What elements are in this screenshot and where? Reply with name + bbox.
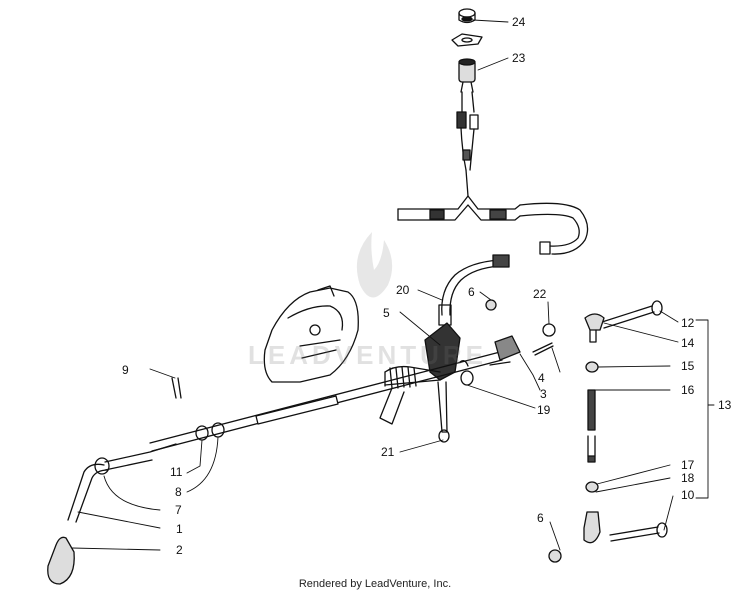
callout-19: 19 xyxy=(537,403,551,417)
part-14-rod-end xyxy=(584,313,605,343)
callout-18: 18 xyxy=(681,471,695,485)
callout-10: 10 xyxy=(681,488,695,502)
part-17-nut xyxy=(585,481,599,493)
callout-22: 22 xyxy=(533,287,547,301)
callout-1: 1 xyxy=(176,522,183,536)
callout-5: 5 xyxy=(383,306,390,320)
callout-2: 2 xyxy=(176,543,183,557)
callout-15: 15 xyxy=(681,359,695,373)
callout-4: 4 xyxy=(538,371,545,385)
callout-23: 23 xyxy=(512,51,526,65)
main-shaft xyxy=(149,351,503,452)
part-3-collar xyxy=(489,335,521,366)
part-16-rod xyxy=(587,389,596,463)
part-5-bracket xyxy=(379,322,461,443)
credit-text: Rendered by LeadVenture, Inc. xyxy=(298,578,452,590)
callout-20: 20 xyxy=(396,283,410,297)
part-23-switch xyxy=(458,58,476,93)
part-22-washer xyxy=(542,323,556,337)
part-6-nut-lower xyxy=(548,549,562,563)
callout-9: 9 xyxy=(122,363,129,377)
part-11-8-washers xyxy=(195,422,225,441)
part-12-bolt xyxy=(601,300,663,329)
callout-13: 13 xyxy=(718,398,732,412)
part-2-knob xyxy=(47,536,75,585)
part-1-lever xyxy=(67,443,177,523)
callout-3: 3 xyxy=(540,387,547,401)
callout-24: 24 xyxy=(512,15,526,29)
callout-11: 11 xyxy=(170,465,183,479)
callout-8: 8 xyxy=(175,485,182,499)
part-9-clip xyxy=(171,377,182,399)
leader-lines xyxy=(71,19,715,551)
wire-harness xyxy=(397,195,589,255)
washer-plate xyxy=(451,33,483,47)
switch-wires xyxy=(456,91,479,197)
part-15-nut xyxy=(585,361,599,373)
callout-12: 12 xyxy=(681,316,695,330)
callout-6-upper: 6 xyxy=(468,285,475,299)
watermark-text: LEADVENTURE xyxy=(248,340,488,370)
part-18-rod-end xyxy=(583,511,601,544)
callout-21: 21 xyxy=(381,445,395,459)
part-20-cable xyxy=(438,254,510,326)
part-4-pin xyxy=(532,342,554,356)
callout-7: 7 xyxy=(175,503,182,517)
callout-6-lower: 6 xyxy=(537,511,544,525)
part-24-cap xyxy=(458,8,476,24)
part-6-nut-upper xyxy=(485,299,497,311)
callout-17: 17 xyxy=(681,458,695,472)
callout-16: 16 xyxy=(681,383,695,397)
part-19-bushing xyxy=(460,370,474,386)
callout-14: 14 xyxy=(681,336,695,350)
part-10-bolt xyxy=(609,522,668,542)
housing-casting xyxy=(263,285,359,383)
watermark-logo xyxy=(356,232,393,298)
